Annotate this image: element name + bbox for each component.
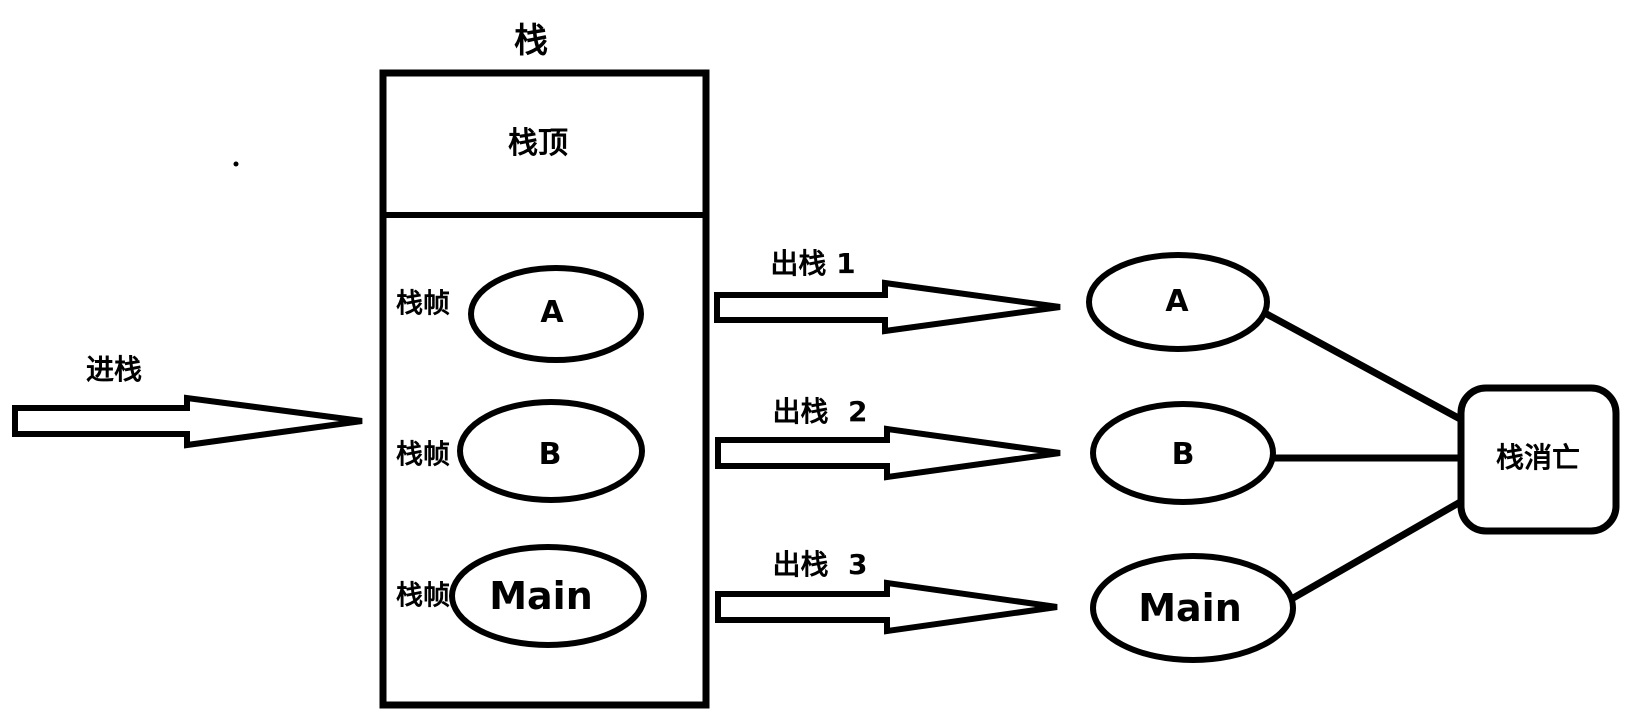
frame-name-b: B xyxy=(538,437,562,472)
frame-caption-a: 栈帧 xyxy=(396,288,450,320)
push-arrow-label: 进栈 xyxy=(85,353,143,386)
popped-ellipse-b xyxy=(1090,401,1276,505)
sink-box xyxy=(1457,384,1620,535)
popped-ellipse-a xyxy=(1086,252,1270,352)
popped-name-main: Main xyxy=(1138,586,1242,630)
stray-dot xyxy=(233,161,239,167)
frame-caption-main: 栈帧 xyxy=(396,580,450,612)
popped-ellipse-main xyxy=(1090,553,1296,663)
popped-name-a: A xyxy=(1165,284,1189,319)
connector-line-main xyxy=(1286,497,1464,605)
frame-ellipse-a xyxy=(468,265,644,363)
pop-arrow-3 xyxy=(715,579,1058,635)
sink-box-label: 栈消亡 xyxy=(1495,441,1581,474)
diagram-title: 栈 xyxy=(514,21,548,61)
pop-arrow-2 xyxy=(715,425,1061,481)
frame-ellipse-b xyxy=(457,399,645,503)
frame-name-main: Main xyxy=(489,574,593,618)
pop-arrow-3-label: 出栈 3 xyxy=(772,548,868,581)
frame-name-a: A xyxy=(540,295,564,330)
connector-line-a xyxy=(1261,308,1464,424)
pop-arrow-2-label: 出栈 2 xyxy=(772,395,868,428)
pop-arrow-1-label: 出栈 1 xyxy=(770,247,856,280)
frame-ellipse-main xyxy=(449,544,647,648)
stack-top-label: 栈顶 xyxy=(508,126,568,161)
push-arrow xyxy=(12,394,363,449)
pop-arrow-1 xyxy=(714,279,1061,335)
popped-name-b: B xyxy=(1171,437,1195,472)
frame-caption-b: 栈帧 xyxy=(396,439,450,471)
